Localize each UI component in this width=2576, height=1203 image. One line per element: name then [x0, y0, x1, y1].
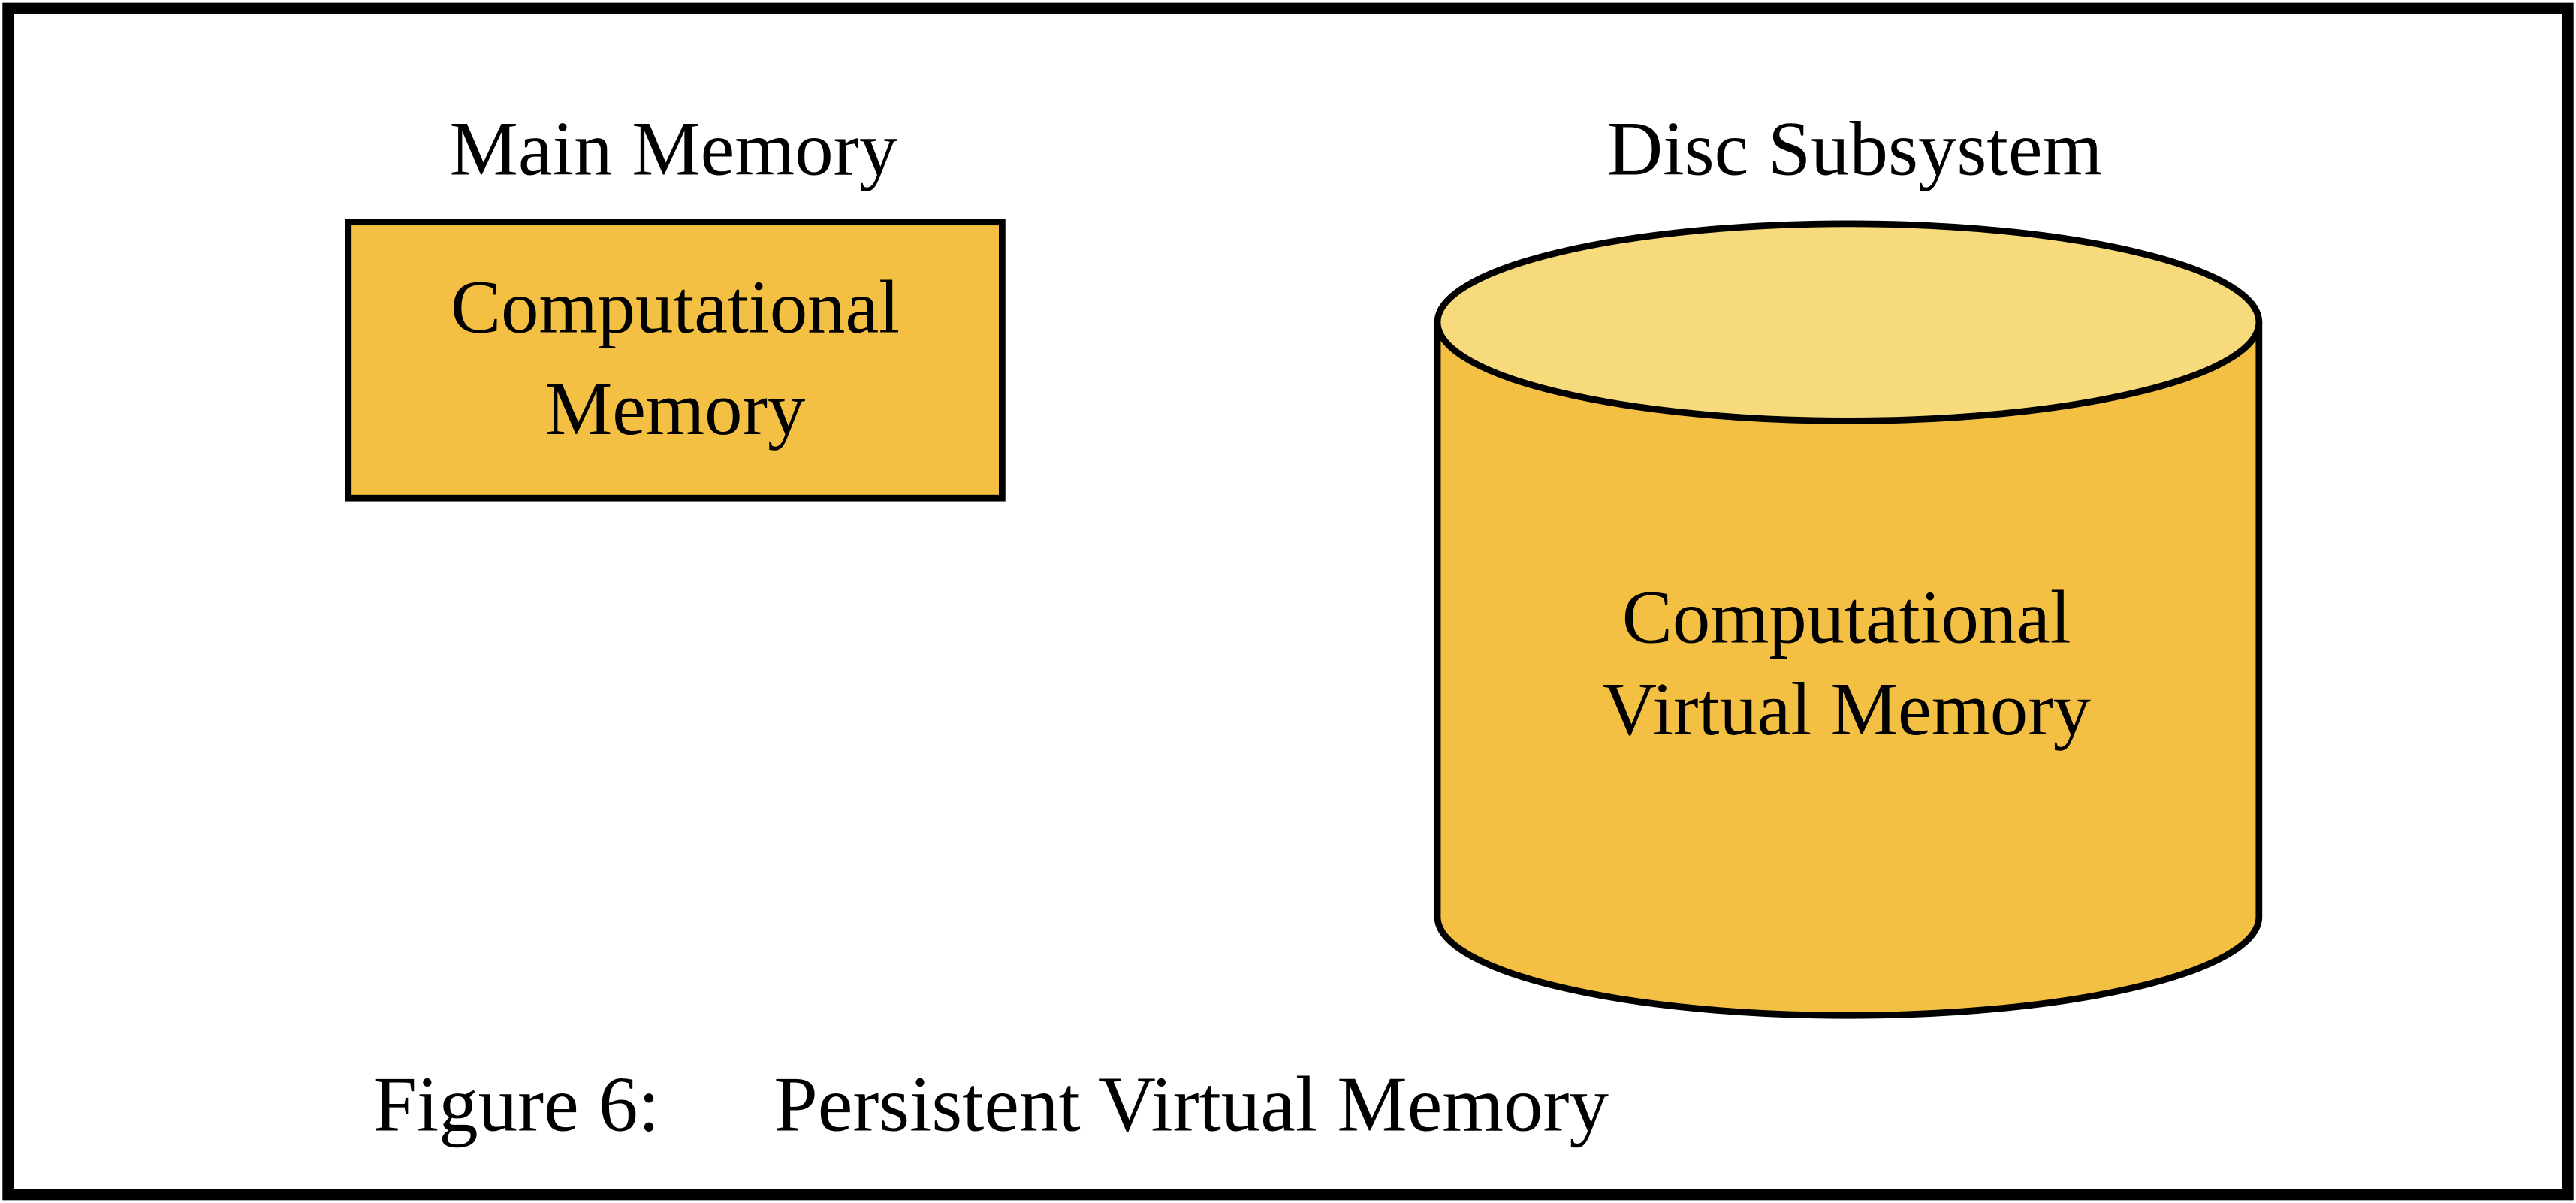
- computational-virtual-memory-line-1: Computational: [1622, 575, 2071, 659]
- computational-memory-box: [345, 219, 1006, 502]
- caption-label: Figure 6:: [373, 1060, 660, 1147]
- main-memory-heading: Main Memory: [450, 106, 898, 191]
- disc-subsystem-group: Disc Subsystem Computational Virtual Mem…: [1434, 106, 2263, 1019]
- computational-memory-line-1: Computational: [451, 264, 900, 348]
- disc-cylinder-body: [1434, 318, 2263, 1019]
- disc-subsystem-heading: Disc Subsystem: [1607, 106, 2103, 191]
- figure-caption: Figure 6: Persistent Virtual Memory: [373, 1060, 1609, 1147]
- disc-cylinder-top: [1434, 220, 2263, 424]
- computational-memory-line-2: Memory: [545, 366, 805, 451]
- caption-text: Persistent Virtual Memory: [774, 1060, 1609, 1147]
- main-memory-group: Main Memory Computational Memory: [345, 106, 1006, 502]
- computational-virtual-memory-line-2: Virtual Memory: [1602, 667, 2091, 751]
